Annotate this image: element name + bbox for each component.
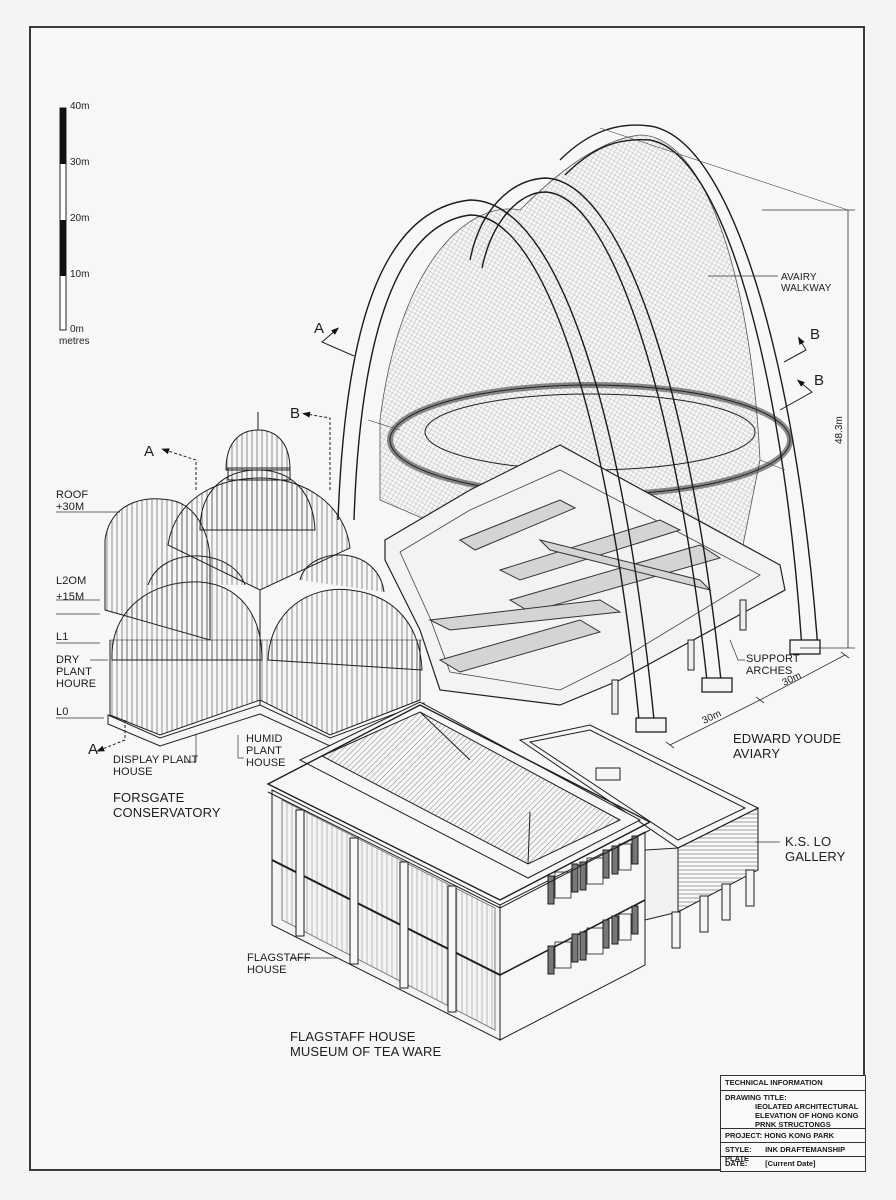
level-l0-label: L0: [56, 706, 69, 718]
date-key: DATE:: [725, 1159, 748, 1168]
style-value: INK DRAFTEMANSHIP PLATE: [725, 1145, 845, 1163]
scale-tick-10m: 10m: [70, 269, 90, 280]
title-block-style: STYLE: INK DRAFTEMANSHIP PLATE: [721, 1143, 865, 1163]
section-marker-a: A: [144, 443, 155, 460]
drawing-title-value: IEOLATED ARCHITECTURAL ELEVATION OF HONG…: [755, 1102, 859, 1129]
display-plant-house-label: DISPLAY PLANT HOUSE: [113, 754, 199, 778]
scale-bar: [59, 107, 67, 331]
aviary-height-dimension: 48.3m: [834, 416, 845, 444]
aviary-structure: [337, 124, 849, 733]
level-l2-label: L2om: [56, 575, 87, 587]
section-marker-b-upper: B: [810, 326, 821, 343]
scale-tick-40m: 40m: [70, 101, 90, 112]
level-l2-height: +15m: [56, 591, 85, 603]
section-marker-a-bottom: A: [88, 741, 99, 758]
flagstaff-house-label: FLAGSTAFF HOUSE: [247, 952, 311, 976]
aviary-dimensions: [665, 209, 855, 749]
forsgate-conservatory: [104, 412, 425, 747]
scale-unit-label: metres: [59, 336, 90, 347]
project-value: HONG KONG PARK: [764, 1131, 835, 1140]
aviary-walkway-label: AVAIRY WALKWAY: [781, 272, 832, 294]
ks-lo-gallery-title: K.S. LO GALLERY: [785, 834, 846, 864]
humid-plant-house-label: HUMID PLANT HOUSE: [246, 733, 286, 769]
aviary-title: EDWARD YOUDE AVIARY: [733, 731, 842, 761]
scale-tick-20m: 20m: [70, 213, 90, 224]
title-block-drawing-title: DRAWING TITLE: IEOLATED ARCHITECTURAL EL…: [721, 1091, 865, 1129]
dry-plant-house-label: DRY PLANT HOURE: [56, 654, 97, 690]
ks-lo-gallery: [518, 724, 760, 949]
scale-tick-0m: 0m: [70, 324, 84, 335]
flagstaff-museum-title: FLAGSTAFF HOUSE MUSEUM OF TEA WARE: [290, 1029, 442, 1059]
support-arches-label: SUPPORT ARCHES: [746, 653, 800, 677]
drawing-title-key: DRAWING TITLE:: [725, 1093, 787, 1102]
title-block-date: DATE: [Current Date]: [721, 1157, 865, 1171]
section-marker-b-lower: B: [814, 372, 825, 389]
flagstaff-house: [266, 701, 652, 1041]
level-lines: [56, 275, 780, 959]
title-block-project: PROJECT: HONG KONG PARK: [721, 1129, 865, 1143]
title-block: TECHNICAL INFORMATION DRAWING TITLE: IEO…: [720, 1075, 866, 1172]
date-value: [Current Date]: [765, 1159, 816, 1168]
level-roof-label: ROOF +30m: [56, 489, 89, 513]
section-marker-a-aviary: A: [314, 320, 325, 337]
section-lines: [96, 327, 813, 752]
level-l1-label: L1: [56, 631, 69, 643]
title-block-header: TECHNICAL INFORMATION: [721, 1076, 865, 1091]
section-marker-b: B: [290, 405, 301, 422]
style-key: STYLE:: [725, 1145, 752, 1154]
project-key: PROJECT:: [725, 1131, 763, 1140]
conservatory-title: FORSGATE CONSERVATORY: [113, 790, 221, 820]
scale-tick-30m: 30m: [70, 157, 90, 168]
